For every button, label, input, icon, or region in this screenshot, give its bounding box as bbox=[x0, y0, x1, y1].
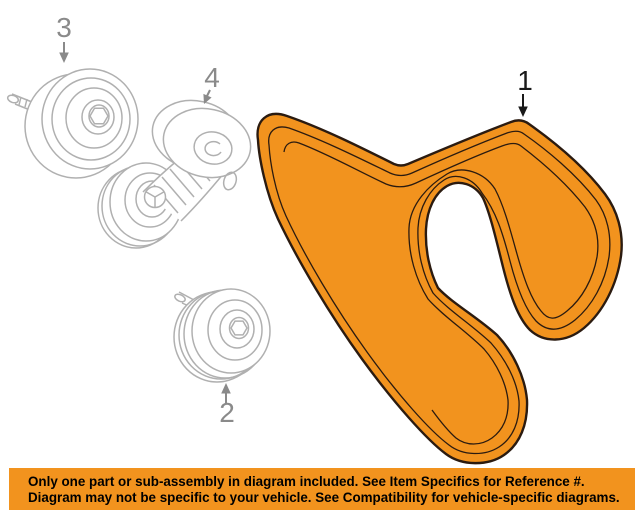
pulley-inner-ring bbox=[207, 299, 263, 361]
tensioner-tab bbox=[222, 171, 238, 191]
callout-2-label: 2 bbox=[219, 397, 235, 428]
callout-2: 2 bbox=[219, 383, 235, 428]
lower-idler-pulley bbox=[173, 288, 271, 383]
hub-hex-bolt bbox=[89, 107, 109, 125]
callout-3-arrowhead bbox=[59, 52, 69, 63]
upper-idler-pulley bbox=[6, 68, 139, 179]
belt-inner-contour-1 bbox=[268, 126, 611, 455]
callout-4-label: 4 bbox=[204, 62, 220, 93]
belt-inner-contour-2 bbox=[283, 141, 599, 445]
callout-4-arrowhead bbox=[203, 93, 212, 104]
pulley-hub bbox=[88, 104, 110, 128]
tensioner-arm-edge-right bbox=[180, 172, 225, 222]
disclaimer-line-1: Only one part or sub-assembly in diagram… bbox=[28, 474, 585, 489]
pulley-inner-ring2 bbox=[219, 309, 255, 349]
pulley-front-face bbox=[191, 288, 271, 374]
pulley-hub-ring bbox=[81, 99, 115, 135]
callout-1-arrowhead bbox=[518, 106, 528, 117]
callout-1-label: 1 bbox=[517, 65, 533, 96]
callout-3-label: 3 bbox=[56, 12, 72, 43]
disclaimer-line-2: Diagram may not be specific to your vehi… bbox=[28, 490, 620, 505]
belt-tensioner bbox=[97, 99, 252, 249]
pulley-hub bbox=[228, 316, 250, 340]
pulley-mid-ring bbox=[51, 77, 131, 161]
serpentine-belt bbox=[256, 112, 623, 465]
tensioner-face-ring bbox=[193, 131, 233, 165]
callout-4: 4 bbox=[203, 62, 220, 104]
belt-outer-shape bbox=[256, 112, 623, 465]
tensioner-hub-spokes bbox=[145, 191, 165, 207]
callout-1: 1 bbox=[517, 65, 533, 117]
callout-2-arrowhead bbox=[221, 383, 231, 394]
callout-3: 3 bbox=[56, 12, 72, 63]
hub-hex-nut bbox=[230, 320, 248, 336]
callout-4-arrow-line bbox=[206, 89, 211, 97]
tensioner-housing-front bbox=[162, 107, 252, 179]
disclaimer-banner: Only one part or sub-assembly in diagram… bbox=[9, 468, 635, 510]
pulley-inner-ring bbox=[65, 87, 123, 149]
tensioner-face-c-hole bbox=[204, 140, 222, 157]
